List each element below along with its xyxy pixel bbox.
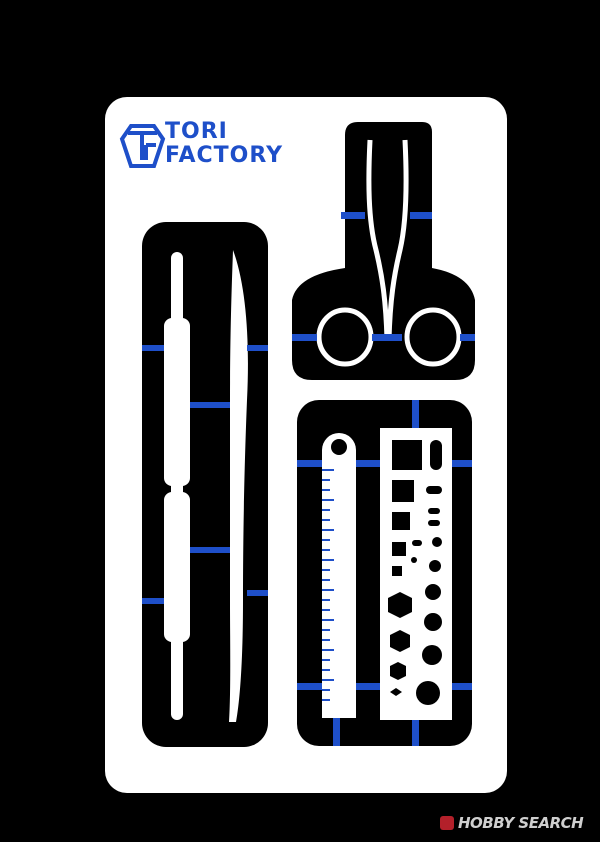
tori-factory-logo-icon (119, 124, 166, 168)
spatula-cutout (142, 222, 268, 747)
scissors-cutout (292, 122, 475, 380)
watermark: HOBBY SEARCH (440, 812, 584, 834)
spatula-tool (164, 250, 248, 722)
brand-line-2: FACTORY (165, 143, 284, 168)
shape-template-tool (380, 428, 452, 720)
attachment-tabs (142, 345, 268, 604)
brand-line-1: TORI (165, 119, 228, 144)
ruler-tool (322, 433, 356, 718)
tweezer-scissors-tool (316, 139, 462, 367)
watermark-logo-icon (440, 816, 454, 830)
watermark-text: HOBBY SEARCH (458, 814, 584, 832)
brand-wordmark: TORI FACTORY (165, 120, 283, 168)
